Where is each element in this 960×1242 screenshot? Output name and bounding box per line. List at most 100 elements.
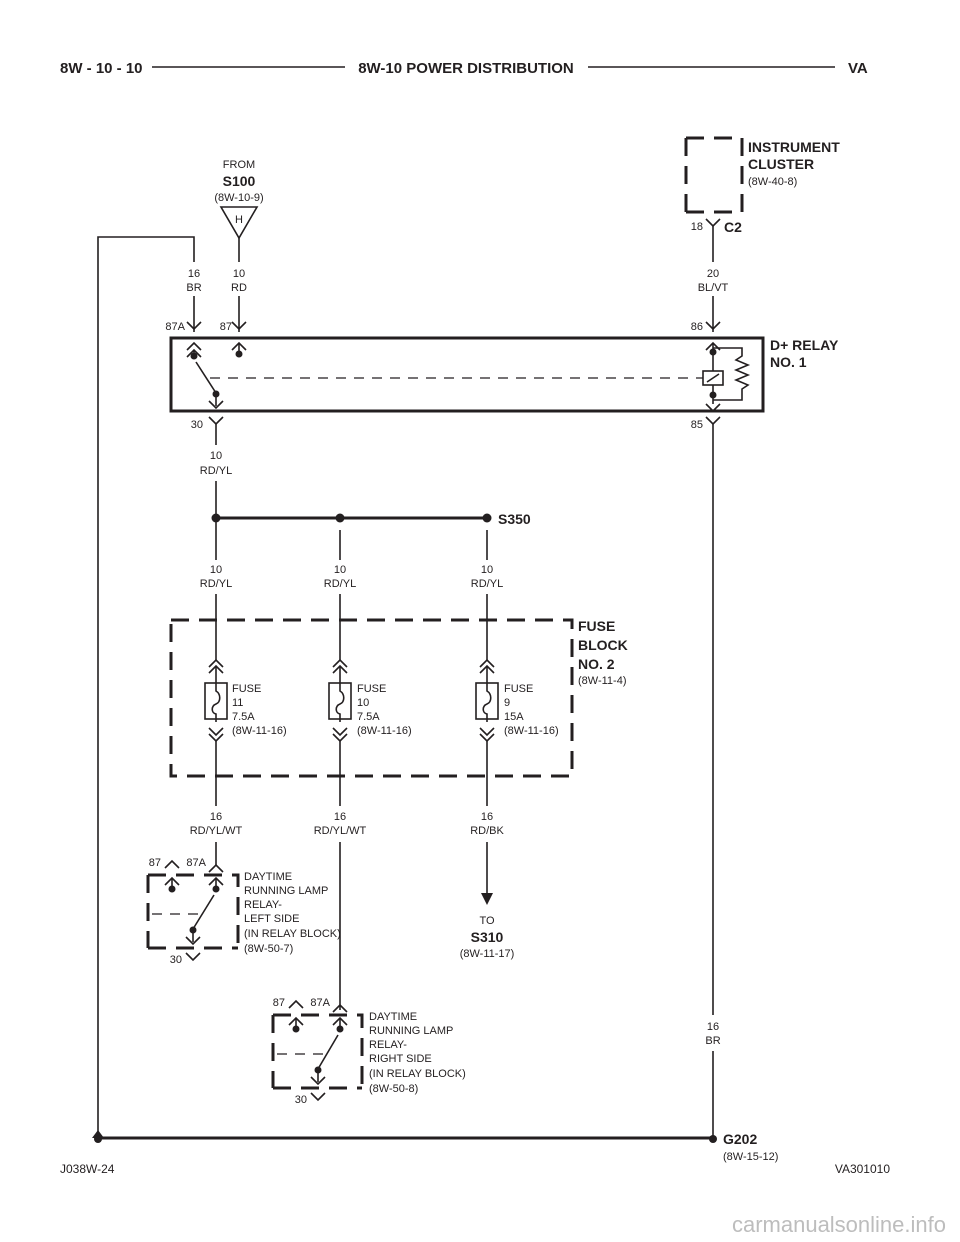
fuse-output-wires: 16 RD/YL/WT 16 RD/YL/WT 16 RD/BK: [190, 741, 504, 1010]
fuse11-out-color: RD/YL/WT: [190, 825, 243, 837]
fuse9-element-icon: [482, 683, 492, 719]
fuse10-bottom-chevron-icon: [332, 727, 348, 743]
fuse-11: FUSE 11 7.5A (8W-11-16): [204, 658, 287, 743]
instrument-cluster-pin: 18: [691, 221, 703, 233]
right-ground-wire: 16 BR: [705, 424, 721, 1138]
fuse10-element-icon: [335, 683, 345, 719]
pin-87a-chevron-icon: [186, 321, 202, 331]
relay-87-contact: [235, 350, 243, 358]
relay-87a-contact: [190, 352, 198, 360]
model-code: VA: [848, 60, 868, 77]
drl-right-87-chevron-icon: [288, 999, 304, 1009]
ground-ref: (8W-15-12): [723, 1151, 778, 1163]
relay-85-inner-chevron-icon: [705, 403, 721, 413]
fuse-block-name-line3: NO. 2: [578, 656, 615, 672]
drl-right-87a-contact: [336, 1025, 344, 1033]
instrument-cluster-outline: [684, 136, 744, 214]
drl-left-87-chevron-icon: [164, 859, 180, 869]
fuse-10: FUSE 10 7.5A (8W-11-16): [328, 658, 412, 743]
drl-left-line3: RELAY-: [244, 899, 282, 911]
rd-top-gauge: 10: [233, 268, 245, 280]
fuse10-in-gauge: 10: [334, 564, 346, 576]
cluster-wire-color: BL/VT: [698, 282, 729, 294]
page-number: 8W - 10 - 10: [60, 60, 143, 77]
fuse9-in-gauge: 10: [481, 564, 493, 576]
drl-right-line1: DAYTIME: [369, 1011, 417, 1023]
drl-left-87a-contact: [212, 885, 220, 893]
fuse11-element-icon: [211, 683, 221, 719]
relay-86-contact: [709, 348, 717, 356]
pin-85-chevron-icon: [705, 416, 721, 426]
fuse10-number: 10: [357, 697, 369, 709]
s350-node-3: [482, 513, 492, 523]
relay-pin-86-label: 86: [691, 321, 703, 333]
fuse9-out-gauge: 16: [481, 811, 493, 823]
relay-85-contact: [709, 391, 717, 399]
fuse11-word: FUSE: [232, 683, 261, 695]
ground-wire-gauge: 16: [707, 1021, 719, 1033]
drl-left-line1: DAYTIME: [244, 871, 292, 883]
fuse9-word: FUSE: [504, 683, 533, 695]
drl-right-87-contact: [292, 1025, 300, 1033]
s350-splice-label: S350: [498, 511, 531, 527]
s100-ref: (8W-10-9): [214, 192, 263, 204]
fuse11-in-gauge: 10: [210, 564, 222, 576]
relay-out-color: RD/YL: [200, 465, 232, 477]
instrument-cluster-connector: C2: [724, 219, 742, 235]
pin-87-chevron-icon: [231, 321, 247, 331]
instrument-cluster: INSTRUMENT CLUSTER (8W-40-8) C2 18: [684, 136, 840, 235]
fuse9-ref: (8W-11-16): [504, 725, 559, 737]
fuse10-out-gauge: 16: [334, 811, 346, 823]
drl-left-87a-chevron-icon: [208, 863, 224, 873]
s350-node-2: [335, 513, 345, 523]
instrument-cluster-name-line1: INSTRUMENT: [748, 139, 840, 155]
ground-left-cap-icon: [92, 1130, 104, 1138]
source-s100: FROM S100 (8W-10-9) H: [214, 159, 264, 240]
drl-relay-right: 87 87A 30 DAYTIME RUNNING LAMP RELAY- RI…: [271, 997, 466, 1106]
drl-left-line5: (IN RELAY BLOCK): [244, 928, 341, 940]
drl-right-pin-87a: 87A: [310, 997, 330, 1009]
ground-right-node: [709, 1135, 717, 1143]
fuse9-out-color: RD/BK: [470, 825, 504, 837]
fuse10-ref: (8W-11-16): [357, 725, 412, 737]
drl-left-pin-87: 87: [149, 857, 161, 869]
d-plus-relay-name-line2: NO. 1: [770, 354, 807, 370]
drl-left-ref: (8W-50-7): [244, 943, 293, 955]
br-ground-wire-left: [97, 236, 195, 1138]
fuse-9: FUSE 9 15A (8W-11-16): [475, 658, 559, 743]
drl-right-line4: RIGHT SIDE: [369, 1053, 432, 1065]
fuse9-rating: 15A: [504, 711, 524, 723]
drl-left-line2: RUNNING LAMP: [244, 885, 328, 897]
drl-relay-left: 87 87A 30 DAYTIME RUNNING LAMP RELAY- LE…: [146, 857, 341, 966]
fuse9-in-color: RD/YL: [471, 578, 503, 590]
instrument-cluster-name-line2: CLUSTER: [748, 156, 814, 172]
fuse11-bottom-chevron-icon: [208, 727, 224, 743]
drl-right-line3: RELAY-: [369, 1039, 407, 1051]
fuse11-out-gauge: 16: [210, 811, 222, 823]
watermark: carmanualsonline.info: [732, 1212, 946, 1237]
page-header: 8W - 10 - 10 8W-10 POWER DISTRIBUTION VA: [60, 60, 868, 77]
fuse10-word: FUSE: [357, 683, 386, 695]
instrument-cluster-ref: (8W-40-8): [748, 176, 797, 188]
footer-right-code: VA301010: [835, 1162, 890, 1176]
s100-connector-letter: H: [235, 214, 243, 226]
fuse-block-outline: [169, 618, 574, 778]
to-label: TO: [479, 915, 495, 927]
drl-right-ref: (8W-50-8): [369, 1083, 418, 1095]
relay-pin-85-label: 85: [691, 419, 703, 431]
to-s310-arrow-icon: [481, 893, 493, 905]
drl-right-pin-30: 30: [295, 1094, 307, 1106]
d-plus-relay-name-line1: D+ RELAY: [770, 337, 839, 353]
page-title: 8W-10 POWER DISTRIBUTION: [358, 60, 574, 77]
relay-switch-blade: [195, 361, 217, 394]
drl-right-87a-chevron-icon: [332, 1003, 348, 1013]
from-label: FROM: [223, 159, 255, 171]
relay-pin-87a-label: 87A: [165, 321, 185, 333]
relay-pin-87-label: 87: [220, 321, 232, 333]
drl-right-switch-blade: [317, 1034, 339, 1070]
fuse9-bottom-chevron-icon: [479, 727, 495, 743]
drl-left-switch-blade: [192, 894, 215, 930]
drl-left-pin-30: 30: [170, 954, 182, 966]
ground-wire-color: BR: [705, 1035, 720, 1047]
d-plus-relay-box: [169, 336, 765, 413]
